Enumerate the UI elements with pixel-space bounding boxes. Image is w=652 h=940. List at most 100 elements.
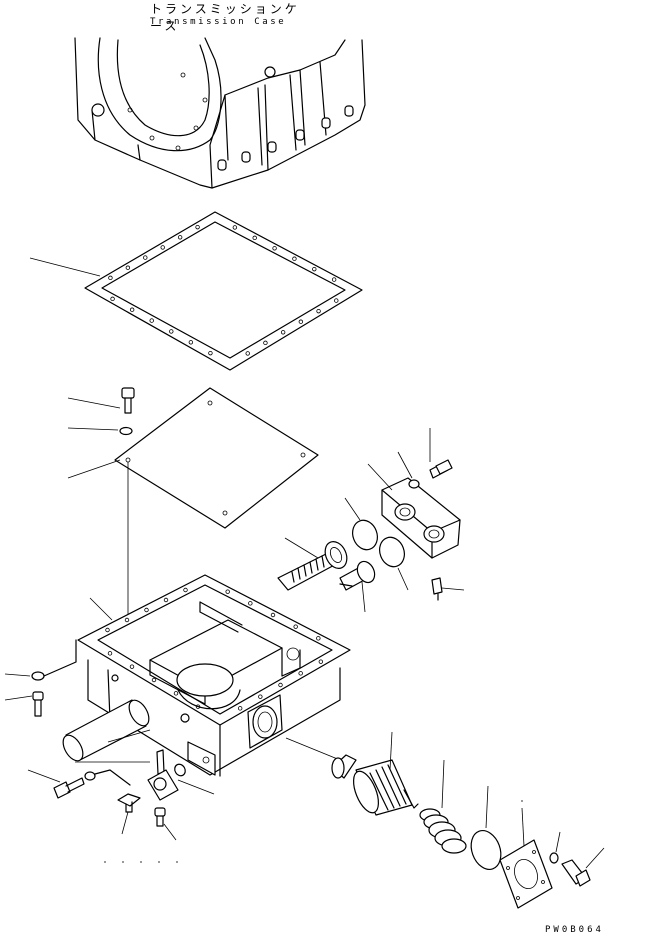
bolt bbox=[429, 459, 453, 479]
bolt-hole bbox=[258, 694, 263, 699]
bolt-hole bbox=[331, 277, 337, 282]
bolt-hole bbox=[129, 307, 135, 312]
bolt-hole bbox=[195, 224, 200, 230]
leader-line bbox=[107, 729, 151, 743]
leader-line bbox=[555, 831, 561, 853]
bolt-hole bbox=[298, 671, 303, 676]
washer bbox=[408, 479, 420, 489]
bolt-hole bbox=[188, 340, 194, 345]
bolt-hole bbox=[208, 350, 213, 356]
elbow-fitting bbox=[147, 769, 179, 801]
washer bbox=[31, 671, 45, 681]
bolt-hole bbox=[173, 691, 179, 696]
leader-line bbox=[67, 459, 121, 479]
transmission-case bbox=[74, 37, 366, 189]
bolt-hole bbox=[225, 589, 230, 594]
leader-line bbox=[284, 537, 319, 559]
bolt-hole bbox=[292, 256, 297, 261]
plug bbox=[174, 763, 186, 777]
bolt-hole bbox=[280, 330, 286, 335]
bolt bbox=[117, 793, 141, 813]
leader-line bbox=[389, 731, 393, 771]
leader-line bbox=[361, 581, 366, 613]
bolt-hole bbox=[318, 659, 324, 664]
bolt-hole bbox=[278, 682, 283, 688]
bolt-hole bbox=[183, 587, 188, 593]
leader-line bbox=[4, 695, 33, 701]
bolt bbox=[561, 859, 591, 887]
bolt bbox=[154, 807, 166, 827]
filter-element bbox=[352, 759, 419, 816]
bolt bbox=[121, 387, 135, 414]
bolt-hole bbox=[169, 329, 174, 334]
bolt-hole bbox=[237, 706, 243, 711]
bolt-hole bbox=[312, 266, 317, 272]
bolt-hole bbox=[105, 627, 110, 633]
leader-line bbox=[397, 451, 413, 479]
bolt-hole bbox=[270, 612, 276, 618]
bolt-hole bbox=[129, 664, 135, 669]
check-valve bbox=[339, 560, 376, 591]
bolt-hole bbox=[144, 607, 149, 613]
bolt-hole bbox=[298, 319, 304, 324]
leader-line bbox=[43, 639, 77, 677]
bolt-hole bbox=[252, 235, 257, 241]
leader-line bbox=[485, 785, 489, 829]
bolt bbox=[32, 691, 44, 717]
filter-head bbox=[331, 754, 357, 779]
bolt-hole bbox=[334, 298, 339, 303]
bolt-hole bbox=[160, 245, 165, 250]
leader-line bbox=[121, 811, 129, 835]
bolt-hole bbox=[272, 246, 277, 251]
bolt-hole bbox=[124, 617, 130, 623]
bolt-hole bbox=[149, 318, 154, 323]
suction-pipe bbox=[62, 699, 150, 762]
bolt-hole bbox=[151, 677, 157, 683]
bolt-hole bbox=[316, 308, 321, 314]
bolt-hole bbox=[263, 340, 268, 346]
leader-line bbox=[585, 847, 605, 869]
bolt-hole bbox=[163, 597, 169, 603]
valve-body-plate bbox=[381, 477, 461, 559]
leader-line bbox=[521, 807, 525, 847]
caption-english: Transmission Case bbox=[150, 17, 287, 27]
leader-line bbox=[367, 463, 393, 491]
dowel-pin bbox=[156, 749, 165, 775]
oil-pan bbox=[77, 574, 351, 777]
bolt-hole bbox=[316, 636, 321, 641]
drawing-code: PW0B064 bbox=[545, 925, 604, 935]
bolt-hole bbox=[232, 225, 238, 230]
o-ring bbox=[379, 536, 405, 568]
bolt-hole bbox=[107, 651, 113, 656]
washer bbox=[84, 771, 96, 781]
leader-line bbox=[344, 497, 361, 521]
bolt-hole bbox=[293, 624, 298, 629]
bolt-hole bbox=[110, 296, 115, 302]
gasket bbox=[84, 211, 363, 371]
filter-cover bbox=[499, 839, 553, 909]
bolt bbox=[53, 777, 85, 799]
leader-line bbox=[67, 397, 121, 409]
bolt-hole bbox=[245, 351, 250, 356]
bolt-hole bbox=[108, 275, 113, 281]
spring bbox=[419, 808, 467, 854]
plug bbox=[431, 577, 443, 601]
leader-line bbox=[67, 427, 119, 431]
bolt-hole bbox=[248, 601, 253, 606]
leader-line bbox=[441, 587, 465, 591]
o-ring bbox=[470, 830, 502, 870]
leader-line bbox=[441, 759, 445, 809]
cover-plate bbox=[114, 387, 319, 529]
caption-japanese: トランスミッションケース bbox=[150, 2, 300, 33]
leader-line bbox=[94, 769, 131, 786]
relief-valve bbox=[277, 541, 348, 591]
bolt-hole bbox=[125, 265, 131, 270]
leader-line bbox=[4, 673, 31, 677]
leader-line bbox=[397, 567, 409, 591]
leader-line bbox=[29, 257, 101, 277]
bolt-hole bbox=[177, 235, 183, 240]
center-line bbox=[285, 737, 341, 761]
o-ring bbox=[352, 519, 378, 551]
washer bbox=[119, 426, 133, 436]
